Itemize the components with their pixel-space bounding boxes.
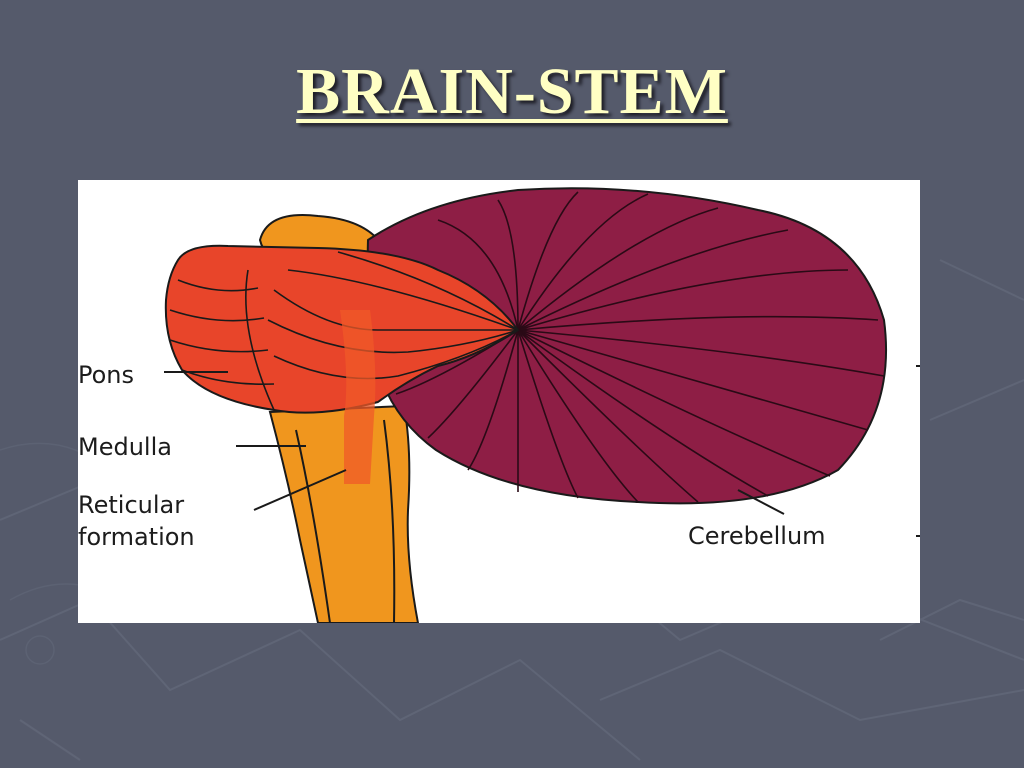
cerebellum-shape bbox=[366, 187, 888, 505]
slide-title: BRAIN-STEM bbox=[296, 55, 728, 128]
reticular-leader-line bbox=[253, 469, 347, 511]
label-reticular-line1: Reticular bbox=[78, 491, 185, 519]
cerebellum-leader-line bbox=[737, 489, 785, 515]
label-cerebellum: Cerebellum bbox=[688, 522, 826, 550]
medulla-shape bbox=[268, 404, 420, 623]
label-reticular-line2: formation bbox=[78, 523, 195, 551]
brainstem-figure: Pons Medulla Reticular formation Cerebel… bbox=[78, 180, 920, 623]
label-pons: Pons bbox=[78, 361, 135, 389]
label-medulla: Medulla bbox=[78, 433, 172, 461]
reticular-formation-shape bbox=[340, 310, 376, 484]
brainstem-illustration bbox=[164, 187, 920, 623]
pons-shape bbox=[164, 244, 520, 414]
